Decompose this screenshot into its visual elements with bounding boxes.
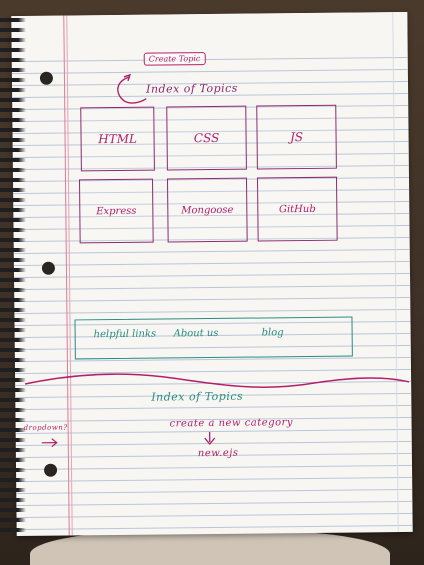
nav-link-helpful-links[interactable]: helpful links [93, 328, 157, 341]
topic-label: CSS [193, 130, 220, 146]
down-arrow-head [204, 437, 216, 446]
topic-tile-html[interactable]: HTML [80, 106, 155, 172]
lower-index-title: Index of Topics [151, 389, 244, 404]
topic-tile-express[interactable]: Express [79, 178, 154, 244]
index-title: Index of Topics [145, 81, 238, 96]
ink-strokes-overlay [24, 73, 410, 448]
topic-label: JS [289, 130, 304, 145]
topic-tile-mongoose[interactable]: Mongoose [166, 177, 248, 243]
topic-tile-github[interactable]: GitHub [256, 176, 338, 242]
curved-arrow-stroke [117, 76, 147, 104]
topic-label: Mongoose [181, 204, 234, 216]
wavy-divider [24, 373, 410, 388]
nav-link-blog[interactable]: blog [261, 327, 284, 339]
create-category-link[interactable]: create a new category [169, 417, 294, 430]
topic-label: Express [96, 205, 137, 217]
topic-tile-css[interactable]: CSS [166, 105, 247, 171]
lap-background [30, 530, 390, 565]
notebook-page: Create Topic Index of Topics HTML CSS JS… [11, 11, 413, 537]
side-arrow-head [51, 438, 58, 448]
dropdown-note: dropdown? [23, 423, 68, 432]
curved-arrow-head [123, 73, 132, 82]
nav-link-about-us[interactable]: About us [173, 327, 219, 340]
notebook-spiral-binding [0, 14, 26, 534]
topic-label: GitHub [278, 203, 316, 215]
topic-label: HTML [98, 131, 138, 147]
topic-tile-js[interactable]: JS [256, 104, 337, 170]
new-ejs-file-label: new.ejs [197, 447, 239, 460]
footer-navbar: helpful links About us blog [74, 316, 353, 360]
